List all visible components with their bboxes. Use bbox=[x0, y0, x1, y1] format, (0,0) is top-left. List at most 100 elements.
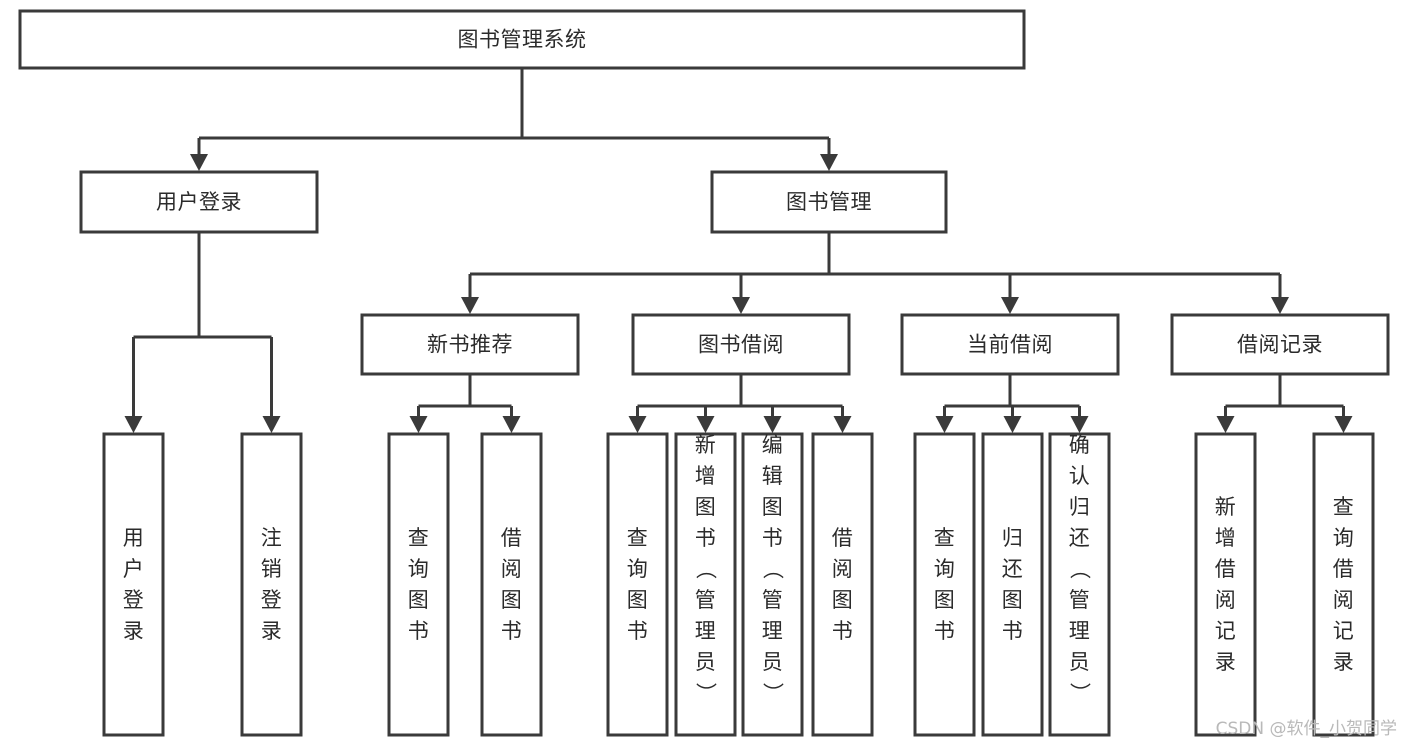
node-box-leaf-confirm-return-admin[interactable] bbox=[1048, 432, 1111, 737]
arrow-head bbox=[732, 297, 750, 314]
arrow-head bbox=[820, 154, 838, 171]
node-box-leaf-query-book-3[interactable] bbox=[913, 432, 976, 737]
node-box-leaf-edit-book-admin[interactable] bbox=[741, 432, 804, 737]
arrow-head bbox=[190, 154, 208, 171]
node-label-leaf-query-book-2-char-2: 图 bbox=[627, 588, 649, 612]
node-box-leaf-user-logout[interactable] bbox=[240, 432, 303, 737]
node-label-leaf-add-book-admin-char-2: 图 bbox=[695, 495, 717, 519]
node-box-book-borrow[interactable] bbox=[631, 313, 851, 376]
node-label-leaf-add-book-admin-char-1: 增 bbox=[695, 464, 717, 488]
node-label-leaf-user-logout-char-0: 注 bbox=[261, 526, 283, 550]
node-label-leaf-edit-book-admin-char-1: 辑 bbox=[762, 464, 784, 488]
node-label-leaf-add-borrow-record-char-5: 录 bbox=[1215, 650, 1237, 674]
node-label-leaf-add-borrow-record-char-2: 借 bbox=[1215, 557, 1237, 581]
node-box-new-book-recommend[interactable] bbox=[360, 313, 580, 376]
node-label-leaf-confirm-return-admin-char-2: 归 bbox=[1069, 495, 1091, 519]
node-box-root[interactable] bbox=[18, 9, 1026, 70]
arrow-head bbox=[262, 416, 281, 433]
node-label-leaf-query-borrow-record-char-0: 查 bbox=[1333, 495, 1355, 519]
node-label-leaf-query-book-2-char-3: 书 bbox=[627, 619, 649, 643]
node-label-new-book-recommend: 新书推荐 bbox=[427, 333, 513, 357]
node-box-current-borrow[interactable] bbox=[900, 313, 1120, 376]
node-label-leaf-add-borrow-record-char-4: 记 bbox=[1215, 619, 1237, 643]
node-label-leaf-return-book-char-2: 图 bbox=[1002, 588, 1024, 612]
node-label-leaf-query-borrow-record-char-2: 借 bbox=[1333, 557, 1355, 581]
node-label-leaf-query-book-2-char-1: 询 bbox=[627, 557, 649, 581]
node-label-leaf-edit-book-admin-char-7: 员 bbox=[762, 650, 784, 674]
node-label-leaf-query-book-1-char-3: 书 bbox=[408, 619, 430, 643]
node-label-leaf-borrow-book-1-char-1: 阅 bbox=[501, 557, 523, 581]
arrow-head bbox=[124, 416, 143, 433]
node-label-leaf-add-borrow-record-char-0: 新 bbox=[1215, 495, 1237, 519]
node-label-leaf-add-borrow-record-char-1: 增 bbox=[1215, 526, 1237, 550]
node-book-borrow[interactable]: 图书借阅 bbox=[631, 313, 851, 376]
node-box-user-login[interactable] bbox=[79, 170, 319, 234]
arrow-head bbox=[1003, 416, 1022, 433]
node-label-leaf-borrow-book-1-char-3: 书 bbox=[501, 619, 523, 643]
node-box-leaf-query-book-1[interactable] bbox=[387, 432, 450, 737]
node-label-leaf-return-book-char-1: 还 bbox=[1002, 557, 1024, 581]
node-label-leaf-confirm-return-admin-char-4: （ bbox=[1068, 558, 1092, 580]
node-box-leaf-query-book-2[interactable] bbox=[606, 432, 669, 737]
node-box-borrow-record[interactable] bbox=[1170, 313, 1390, 376]
arrow-head bbox=[1001, 297, 1019, 314]
node-book-management[interactable]: 图书管理 bbox=[710, 170, 948, 234]
node-label-leaf-user-logout-char-1: 销 bbox=[261, 557, 283, 581]
node-label-leaf-confirm-return-admin-char-7: 员 bbox=[1069, 650, 1091, 674]
node-label-leaf-query-book-3-char-1: 询 bbox=[934, 557, 956, 581]
arrow-head bbox=[696, 416, 715, 433]
arrow-head bbox=[409, 416, 428, 433]
node-box-leaf-add-book-admin[interactable] bbox=[674, 432, 737, 737]
node-new-book-recommend[interactable]: 新书推荐 bbox=[360, 313, 580, 376]
node-user-login[interactable]: 用户登录 bbox=[79, 170, 319, 234]
node-box-leaf-user-login[interactable] bbox=[102, 432, 165, 737]
node-label-leaf-query-book-2-char-0: 查 bbox=[627, 526, 649, 550]
node-label-book-management: 图书管理 bbox=[786, 190, 872, 214]
node-label-leaf-add-book-admin-char-8: ） bbox=[694, 682, 718, 704]
node-leaf-user-login[interactable]: 用户登录 bbox=[102, 432, 165, 737]
node-box-leaf-query-borrow-record[interactable] bbox=[1312, 432, 1375, 737]
node-current-borrow[interactable]: 当前借阅 bbox=[900, 313, 1120, 376]
node-label-leaf-borrow-book-1-char-0: 借 bbox=[501, 526, 523, 550]
arrow-head bbox=[935, 416, 954, 433]
node-label-borrow-record: 借阅记录 bbox=[1237, 333, 1323, 357]
node-label-leaf-query-borrow-record-char-4: 记 bbox=[1333, 619, 1355, 643]
node-label-leaf-user-login-char-2: 登 bbox=[123, 588, 145, 612]
node-borrow-record[interactable]: 借阅记录 bbox=[1170, 313, 1390, 376]
node-label-leaf-add-book-admin-char-0: 新 bbox=[695, 433, 717, 457]
node-label-leaf-edit-book-admin-char-0: 编 bbox=[762, 433, 784, 457]
node-label-leaf-add-book-admin-char-3: 书 bbox=[695, 526, 717, 550]
node-label-user-login: 用户登录 bbox=[156, 190, 242, 214]
node-label-leaf-query-book-3-char-0: 查 bbox=[934, 526, 956, 550]
node-label-leaf-user-login-char-0: 用 bbox=[123, 526, 145, 550]
node-label-leaf-add-borrow-record-char-3: 阅 bbox=[1215, 588, 1237, 612]
node-label-leaf-user-login-char-3: 录 bbox=[123, 619, 145, 643]
node-box-leaf-borrow-book-2[interactable] bbox=[811, 432, 874, 737]
node-box-leaf-add-borrow-record[interactable] bbox=[1194, 432, 1257, 737]
node-label-leaf-edit-book-admin-char-3: 书 bbox=[762, 526, 784, 550]
node-label-leaf-query-book-1-char-1: 询 bbox=[408, 557, 430, 581]
node-box-book-management[interactable] bbox=[710, 170, 948, 234]
node-label-leaf-edit-book-admin-char-8: ） bbox=[761, 682, 785, 704]
arrow-head bbox=[1271, 297, 1289, 314]
node-label-leaf-confirm-return-admin-char-3: 还 bbox=[1069, 526, 1091, 550]
node-box-leaf-borrow-book-1[interactable] bbox=[480, 432, 543, 737]
node-box-leaf-return-book[interactable] bbox=[981, 432, 1044, 737]
node-root[interactable]: 图书管理系统 bbox=[18, 9, 1026, 70]
node-label-leaf-borrow-book-2-char-3: 书 bbox=[832, 619, 854, 643]
node-label-leaf-query-book-3-char-3: 书 bbox=[934, 619, 956, 643]
node-layer: 图书管理系统用户登录图书管理用户登录注销登录新书推荐图书借阅当前借阅借阅记录查询… bbox=[18, 9, 1390, 737]
node-label-leaf-confirm-return-admin-char-0: 确 bbox=[1069, 433, 1091, 457]
